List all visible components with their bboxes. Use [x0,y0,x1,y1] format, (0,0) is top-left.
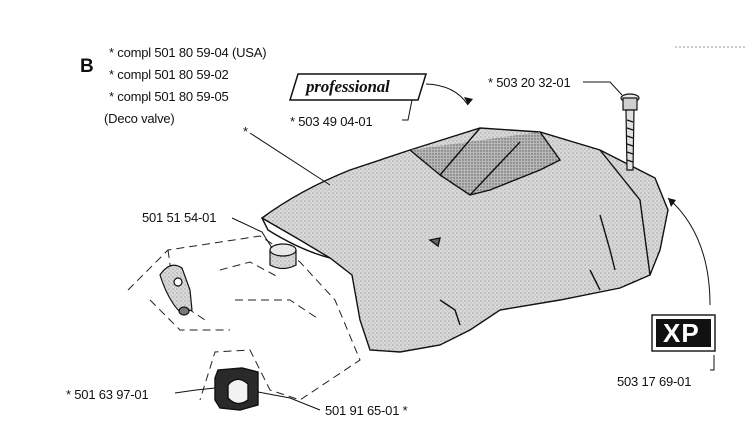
arrow-heads [464,97,676,207]
xp-decal-text: XP [663,318,700,348]
kit-line-deco-valve: (Deco valve) [104,111,175,126]
section-letter: B [80,56,94,77]
callout-professional-decal: * 503 49 04-01 [290,114,373,129]
bracket-part [159,264,193,316]
kit-line-usa: * compl 501 80 59-04 (USA) [109,45,267,60]
xp-decal-badge [651,314,716,352]
callout-plug: 501 51 54-01 [142,210,217,225]
professional-decal-badge [288,73,428,101]
professional-decal-text: professional [306,77,390,96]
callout-screw: * 503 20 32-01 [488,75,571,90]
clamp-part [214,367,259,411]
callout-cover: * [243,124,248,139]
kit-line-05: * compl 501 80 59-05 [109,89,229,104]
cover-screw [620,93,640,171]
cylinder-cover [260,127,669,353]
leader-lines [174,81,715,411]
callout-bracket: * 501 63 97-01 [66,387,149,402]
callout-clamp: 501 91 65-01 * [325,403,408,418]
kit-line-02: * compl 501 80 59-02 [109,67,229,82]
callout-xp-decal: 503 17 69-01 [617,374,692,389]
rubber-plug [269,243,297,270]
